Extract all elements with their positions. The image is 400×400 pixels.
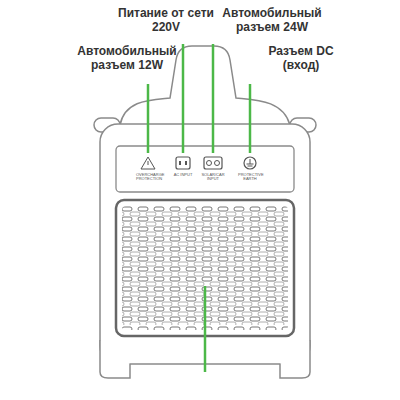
ac-socket — [176, 157, 190, 169]
earth-terminal — [244, 157, 256, 169]
port-marking: OVERCHARGE PROTECTION — [136, 173, 160, 181]
callout-label: Разъем DC (вход) — [256, 44, 346, 73]
car-socket — [204, 157, 222, 169]
warning-icon — [141, 157, 155, 169]
callout-label: Автомобильный разъем 24W — [212, 6, 332, 35]
callout-label: Питание от сети 220V — [110, 6, 222, 35]
leader-lines — [148, 44, 250, 372]
foot — [100, 340, 130, 378]
port-marking: AC INPUT — [171, 173, 195, 177]
port-panel — [116, 146, 294, 192]
callout-label: Автомобильный разъем 12W — [76, 44, 178, 73]
foot — [280, 340, 310, 378]
port-marking: SOLAR/CAR INPUT — [201, 173, 225, 181]
port-marking: PROTECTIVE EARTH — [238, 173, 262, 181]
